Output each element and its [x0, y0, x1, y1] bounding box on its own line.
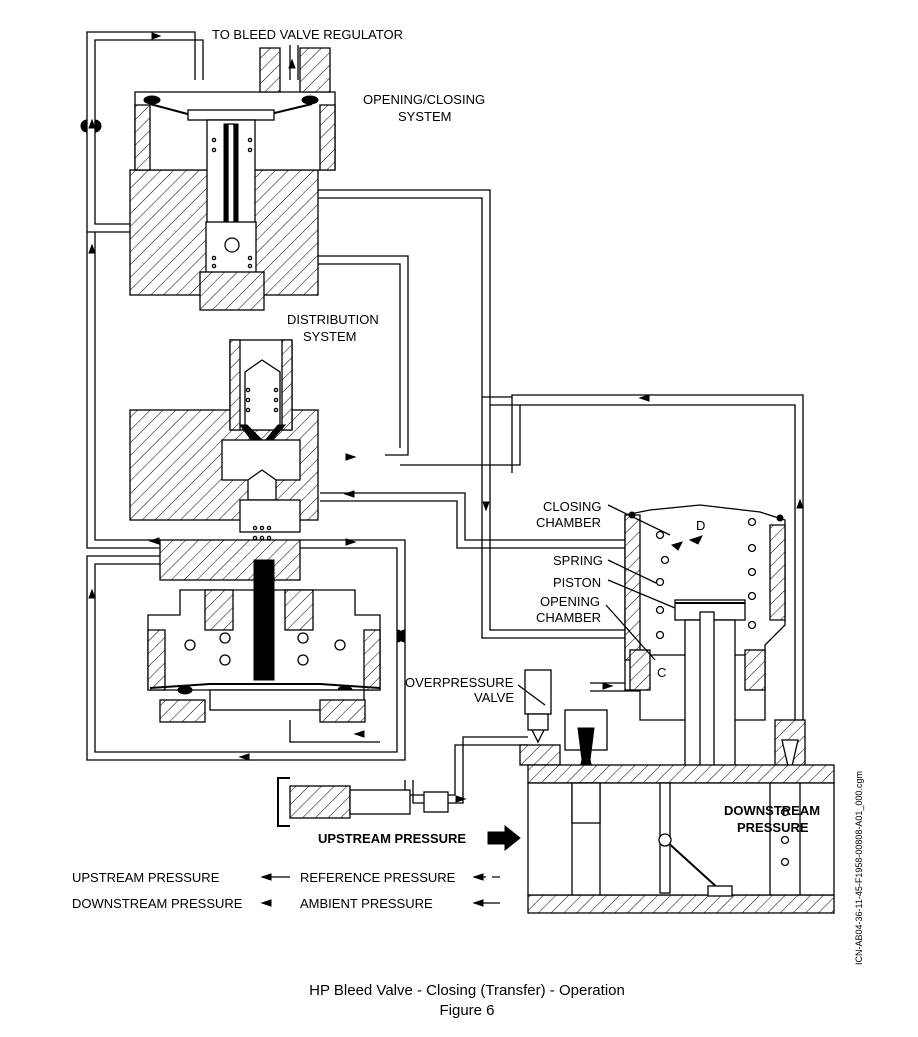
caption-figure: Figure 6: [439, 1002, 494, 1019]
label-overpressure-2: VALVE: [474, 690, 514, 705]
pressure-lines: [86, 31, 804, 804]
overpressure-valve: [519, 669, 608, 776]
label-overpressure-1: OVERPRESSURE: [405, 675, 514, 690]
leader-lines: [517, 504, 676, 706]
label-downstream-1: DOWNSTREAM: [724, 803, 820, 818]
legend-downstream-symbol: [260, 899, 272, 907]
label-chamber-c: C: [657, 665, 666, 680]
label-piston: PISTON: [553, 575, 601, 590]
legend-ambient-text: AMBIENT PRESSURE: [300, 896, 433, 911]
label-distribution-1: DISTRIBUTION: [287, 312, 379, 327]
label-closing-2: CHAMBER: [536, 515, 601, 530]
distribution-system: [129, 339, 319, 541]
main-actuator: [624, 504, 806, 893]
caption-title: HP Bleed Valve - Closing (Transfer) - Op…: [309, 982, 625, 999]
legend: UPSTREAM PRESSURE REFERENCE PRESSURE DOW…: [72, 870, 500, 911]
legend-reference-symbol: [472, 873, 500, 881]
main-duct: [527, 764, 835, 914]
label-closing-1: CLOSING: [543, 499, 602, 514]
label-spring: SPRING: [553, 553, 603, 568]
spring-coils-mid-low: [252, 525, 272, 541]
label-downstream-2: PRESSURE: [737, 820, 809, 835]
legend-downstream-text: DOWNSTREAM PRESSURE: [72, 896, 243, 911]
legend-upstream-text: UPSTREAM PRESSURE: [72, 870, 220, 885]
label-upstream-inlet: UPSTREAM PRESSURE: [318, 831, 466, 846]
flow-arrows: [88, 32, 804, 803]
label-distribution-2: SYSTEM: [303, 329, 356, 344]
label-opening-closing-1: OPENING/CLOSING: [363, 92, 485, 107]
label-opening-2: CHAMBER: [536, 610, 601, 625]
legend-ambient-symbol: [472, 899, 500, 907]
side-code: ICN-AB04-36-11-45-F1958-00808-A01_000.cg…: [854, 771, 864, 965]
piston-holes: [184, 632, 346, 666]
opening-closing-system: [80, 47, 336, 311]
upstream-inlet: [277, 777, 521, 852]
label-chamber-d: D: [696, 518, 705, 533]
closing-chamber-holes: [655, 517, 757, 640]
legend-reference-text: REFERENCE PRESSURE: [300, 870, 456, 885]
lower-actuator: [147, 539, 406, 723]
spring-coils-mid: [245, 387, 279, 413]
labels: TO BLEED VALVE REGULATOR OPENING/CLOSING…: [212, 27, 820, 846]
label-opening-closing-2: SYSTEM: [398, 109, 451, 124]
label-opening-1: OPENING: [540, 594, 600, 609]
label-to-bleed-valve-regulator: TO BLEED VALVE REGULATOR: [212, 27, 403, 42]
legend-upstream-symbol: [260, 873, 290, 881]
spring-coils-top: [211, 137, 253, 269]
